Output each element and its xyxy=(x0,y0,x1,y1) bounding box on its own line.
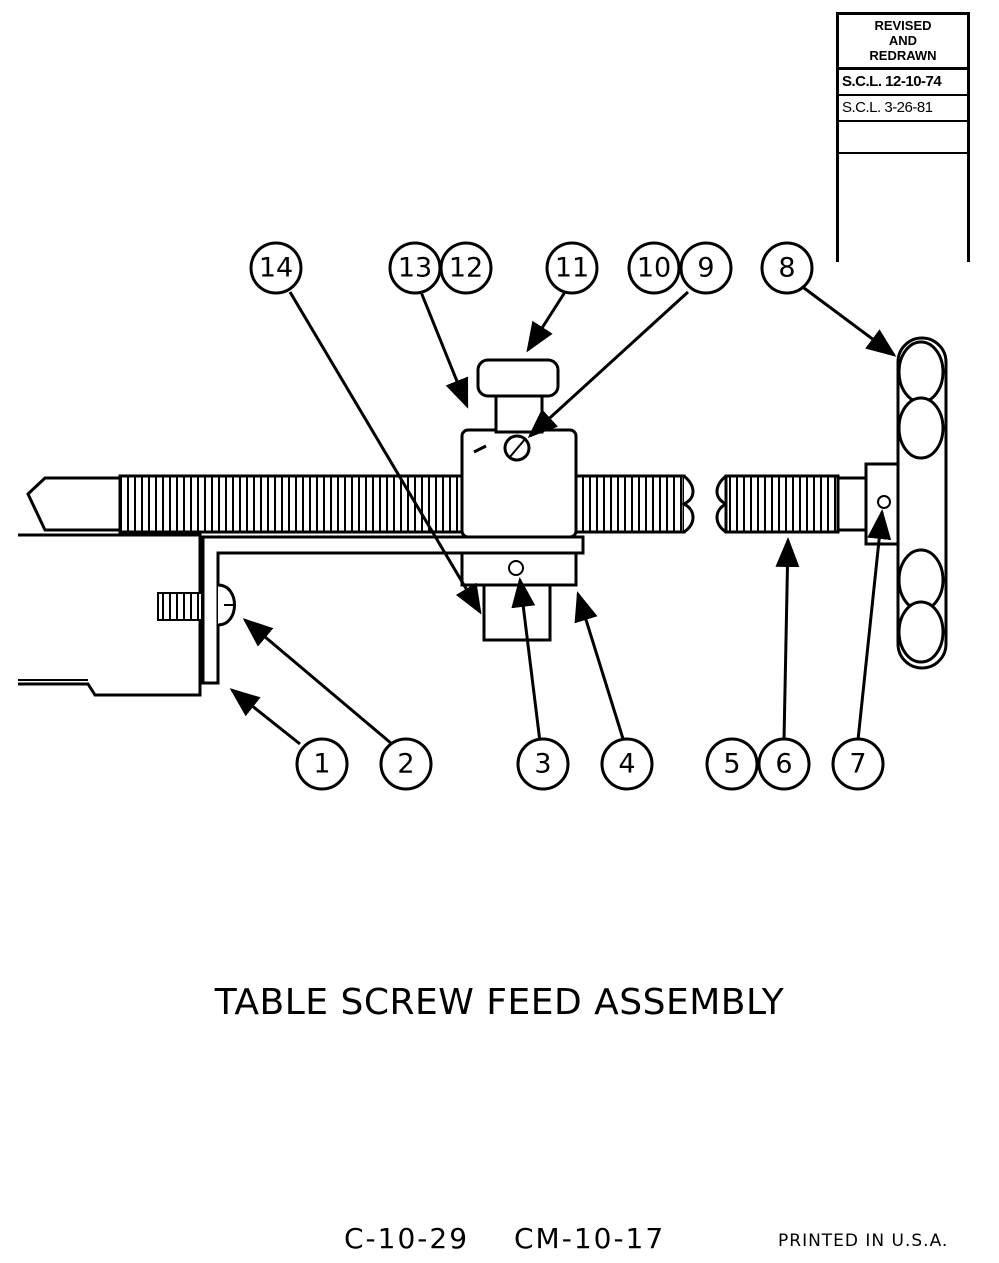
leader-1 xyxy=(229,688,301,746)
wheel-boss xyxy=(897,340,945,404)
revision-block: REVISED AND REDRAWN S.C.L. 12-10-74 S.C.… xyxy=(836,12,970,262)
callout-label-6: 6 xyxy=(775,749,792,780)
leader-11 xyxy=(526,291,567,353)
callout-label-12: 12 xyxy=(449,253,483,284)
callout-label-9: 9 xyxy=(697,253,714,284)
callout-14 xyxy=(249,241,303,295)
callout-2 xyxy=(379,737,433,791)
printed-note: PRINTED IN U.S.A. xyxy=(778,1231,949,1251)
callout-label-3: 3 xyxy=(534,749,551,780)
callout-11 xyxy=(545,241,599,295)
revision-header: REVISED AND REDRAWN xyxy=(839,15,967,70)
hub-pin xyxy=(877,495,891,509)
callout-5 xyxy=(705,737,759,791)
callout-label-1: 1 xyxy=(313,749,330,780)
drawing-code-2: CM-10-17 xyxy=(514,1222,666,1255)
callout-3 xyxy=(516,737,570,791)
callout-label-10: 10 xyxy=(637,253,671,284)
leader-7 xyxy=(856,509,892,741)
leader-14 xyxy=(288,291,482,615)
callout-label-8: 8 xyxy=(778,253,795,284)
pin-mark xyxy=(473,444,487,454)
leader-2 xyxy=(242,618,393,746)
leader-9 xyxy=(527,290,690,439)
screw-break-left xyxy=(680,474,695,534)
callout-6 xyxy=(757,737,811,791)
leader-4 xyxy=(574,591,626,743)
lower-nut-stem xyxy=(482,583,552,642)
callout-label-2: 2 xyxy=(397,749,414,780)
callout-1 xyxy=(295,737,349,791)
lead-screw-left xyxy=(118,474,464,534)
lead-screw-right xyxy=(724,474,840,534)
callout-7 xyxy=(831,737,885,791)
leader-13 xyxy=(419,291,469,409)
callout-12 xyxy=(439,241,493,295)
callout-9 xyxy=(679,241,733,295)
lower-set-screw xyxy=(508,560,524,576)
revision-header-line: AND xyxy=(888,33,918,48)
leader-3 xyxy=(511,577,542,743)
revision-entry: S.C.L. 3-26-81 xyxy=(839,96,967,122)
leader-6 xyxy=(775,537,800,741)
callout-10 xyxy=(627,241,681,295)
revision-entry-blank xyxy=(839,122,967,154)
knob-stem xyxy=(494,390,544,434)
drawing-title: TABLE SCREW FEED ASSEMBLY xyxy=(214,982,785,1023)
callout-label-5: 5 xyxy=(723,749,740,780)
wheel-boss xyxy=(897,600,945,664)
revision-header-line: REDRAWN xyxy=(869,48,937,63)
callout-label-11: 11 xyxy=(555,253,589,284)
revision-header-line: REVISED xyxy=(874,18,932,33)
bracket-screw-thread xyxy=(157,592,203,621)
drawing-code-1: C-10-29 xyxy=(344,1222,470,1255)
callout-label-7: 7 xyxy=(849,749,866,780)
callout-label-14: 14 xyxy=(259,253,293,284)
callout-8 xyxy=(760,241,814,295)
callout-4 xyxy=(600,737,654,791)
revision-entry: S.C.L. 12-10-74 xyxy=(839,70,967,96)
callout-label-13: 13 xyxy=(398,253,432,284)
screw-shank xyxy=(836,476,870,532)
wheel-boss xyxy=(897,396,945,460)
table-body xyxy=(18,533,202,697)
lead-screw-mid xyxy=(574,474,686,534)
leader-8 xyxy=(803,286,897,357)
screw-point xyxy=(26,476,122,532)
callout-label-4: 4 xyxy=(618,749,635,780)
knob-cap xyxy=(476,358,560,398)
